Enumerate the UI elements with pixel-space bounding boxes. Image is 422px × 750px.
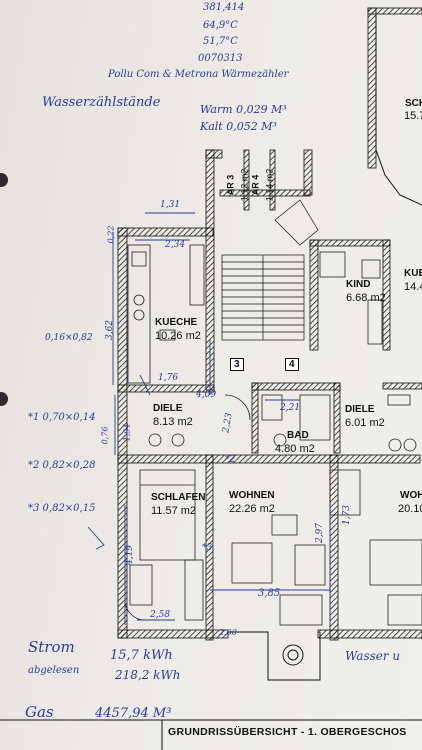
note-2: *2 0,82×0,28 <box>28 460 96 471</box>
dimension-label: 1,94 <box>122 423 132 442</box>
reading-line-2: 64,9°C <box>203 20 238 31</box>
water-warm-reading: Warm 0,029 M³ <box>200 103 287 116</box>
dimension-label: 2,58 <box>150 610 171 620</box>
dimension-label: 3,62 <box>105 319 116 341</box>
dimension-label: 2,00 <box>219 628 237 637</box>
dimension-label: 2,21 <box>280 403 301 413</box>
staircase <box>221 199 319 341</box>
dimension-label: 1,76 <box>158 373 179 383</box>
furniture <box>124 244 422 626</box>
bay-window <box>228 631 321 681</box>
room-label: AR 4 <box>250 174 261 196</box>
electricity-reading-2: 218,2 kWh <box>115 668 181 682</box>
note-1: *1 0,70×0,14 <box>28 412 96 423</box>
room-label: KIND <box>346 279 371 290</box>
room-label: WOHN <box>400 490 422 501</box>
room-area: 1.12 m2 <box>239 168 250 202</box>
room-label: SCHLAFEN <box>151 492 206 503</box>
dimension-label: 1,73 <box>342 504 353 526</box>
dimension-label: 0,22 <box>106 225 116 244</box>
marker-3: 3 <box>230 358 244 371</box>
room-area: 22.26 m2 <box>229 503 275 515</box>
reading-line-1: 381,414 <box>203 2 245 13</box>
water-cold-reading: Kalt 0,052 M³ <box>200 120 277 133</box>
gas-reading: 4457,94 M³ <box>95 706 172 721</box>
room-label: WOHNEN <box>229 490 275 501</box>
gas-label: Gas <box>25 703 54 721</box>
room-area: 10.26 m2 <box>155 330 201 342</box>
handwritten-dimension-lines <box>87 212 331 625</box>
room-label: AR 3 <box>225 174 236 196</box>
room-label: KUECHE <box>155 317 198 328</box>
title-block-frame <box>0 719 422 750</box>
marker-4: 4 <box>285 358 299 371</box>
drawing-title: GRUNDRISSÜBERSICHT - 1. OBERGESCHOS <box>168 726 407 738</box>
room-area: 8.13 m2 <box>153 416 193 428</box>
water-meter-title: Wasserzählstände <box>42 95 161 110</box>
dimension-label: 1,31 <box>160 200 181 210</box>
room-area: 6.01 m2 <box>345 417 385 429</box>
room-area: 11.57 m2 <box>151 505 197 517</box>
room-label: KUECH <box>404 268 422 279</box>
star-marker: *2 <box>225 455 236 465</box>
dimension-label: 2,34 <box>165 240 186 250</box>
dimension-label: 2,97 <box>315 522 326 544</box>
room-area: 6.68 m2 <box>346 292 386 304</box>
room-label: BAD <box>287 430 309 441</box>
electricity-reading-1: 15,7 kWh <box>110 648 173 663</box>
binder-hole <box>0 392 8 406</box>
water-label: Wasser u <box>345 649 401 663</box>
dimension-label: 4,19 <box>125 544 136 566</box>
bay-window-upper <box>375 14 422 206</box>
note-3: *3 0,82×0,15 <box>28 503 96 514</box>
room-area: 15.7 <box>404 110 422 122</box>
binder-hole <box>0 173 8 187</box>
star-marker: *3 <box>202 543 213 553</box>
dimension-label: 3,85 <box>258 588 281 599</box>
electricity-label: Strom <box>28 638 75 656</box>
room-label: DIELE <box>345 404 375 415</box>
electricity-sublabel: abgelesen <box>28 665 80 676</box>
reading-line-4: 0070313 <box>198 53 243 64</box>
room-label: SCH <box>405 98 422 109</box>
room-area: 4.80 m2 <box>275 443 315 455</box>
dimension-label: 0,76 <box>100 426 110 445</box>
reading-line-3: 51,7°C <box>203 36 238 47</box>
room-label: DIELE <box>153 403 183 414</box>
heat-meter-brand: Pollu Com & Metrona Wärmezähler <box>108 69 289 80</box>
dimension-label: 4,09 <box>196 390 217 400</box>
room-area: 1.14 m2 <box>264 168 275 202</box>
room-area: 20.10 <box>398 503 422 515</box>
dimension-label: 0,16×0,82 <box>45 333 93 343</box>
room-area: 14.4 <box>404 281 422 293</box>
